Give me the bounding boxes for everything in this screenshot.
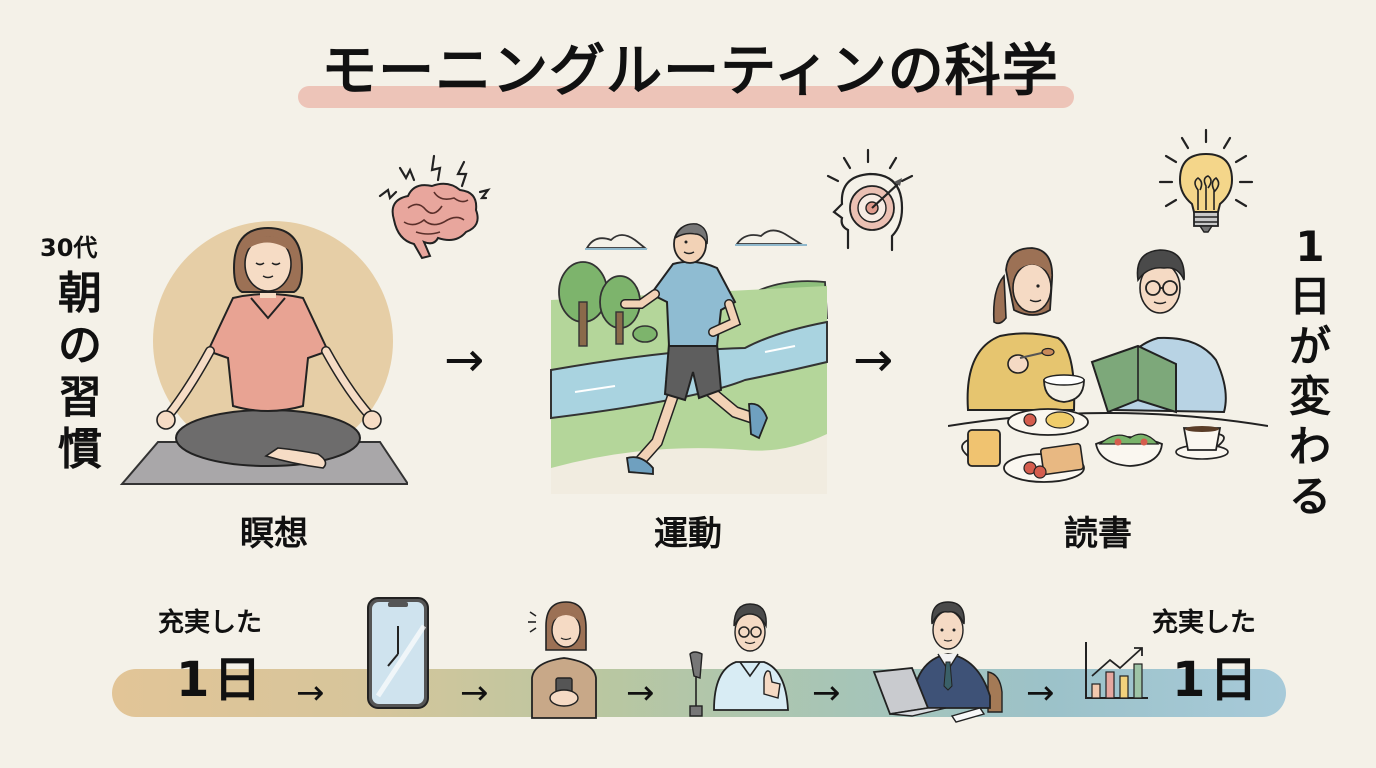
- title-highlight: [298, 86, 1074, 108]
- timeline-end-line1: 充実した: [1152, 608, 1257, 638]
- heading-char: 慣: [58, 424, 102, 475]
- step-label-meditation: 瞑想: [240, 514, 308, 554]
- flow-arrow-icon: →: [444, 332, 485, 388]
- lightbulb-icon: [1156, 126, 1256, 236]
- timeline-start-line2: 1日: [176, 652, 266, 708]
- man-thumbs-up: [684, 598, 800, 720]
- target-head-icon: [820, 146, 920, 256]
- timeline-arrow-icon: →: [1026, 673, 1055, 713]
- smartphone-clock-icon: [366, 596, 430, 710]
- meditation-illustration: [118, 206, 410, 496]
- flow-arrow-icon: →: [853, 332, 894, 388]
- heading-char: る: [1288, 472, 1331, 521]
- step-label-reading: 読書: [1064, 514, 1132, 554]
- heading-char: 習: [58, 372, 102, 423]
- jogging-illustration: [545, 222, 830, 494]
- heading-char: わ: [1288, 422, 1331, 471]
- timeline-arrow-icon: →: [296, 673, 325, 713]
- timeline-arrow-icon: →: [626, 673, 655, 713]
- heading-char: 1: [1295, 222, 1325, 271]
- woman-with-phone: [524, 598, 606, 720]
- heading-char: 変: [1288, 372, 1331, 421]
- breakfast-reading-illustration: [947, 240, 1269, 490]
- timeline-arrow-icon: →: [460, 673, 489, 713]
- businessman-laptop: [872, 596, 1006, 724]
- brain-icon: [368, 148, 498, 263]
- heading-char: 朝: [58, 268, 102, 319]
- growth-chart-icon: [1082, 640, 1150, 702]
- page-title: モーニングルーティンの科学: [321, 39, 1059, 104]
- left-vertical-heading: 朝 の 習 慣: [50, 268, 110, 476]
- right-vertical-heading: 1 日 が 変 わ る: [1280, 222, 1340, 522]
- age-subtitle: 30代: [40, 234, 98, 262]
- heading-char: が: [1288, 322, 1331, 371]
- timeline-end-line2: 1日: [1172, 652, 1262, 708]
- step-label-exercise: 運動: [654, 514, 722, 554]
- heading-char: 日: [1288, 272, 1331, 321]
- timeline-arrow-icon: →: [812, 673, 841, 713]
- timeline-start-line1: 充実した: [158, 608, 263, 638]
- heading-char: の: [58, 320, 102, 371]
